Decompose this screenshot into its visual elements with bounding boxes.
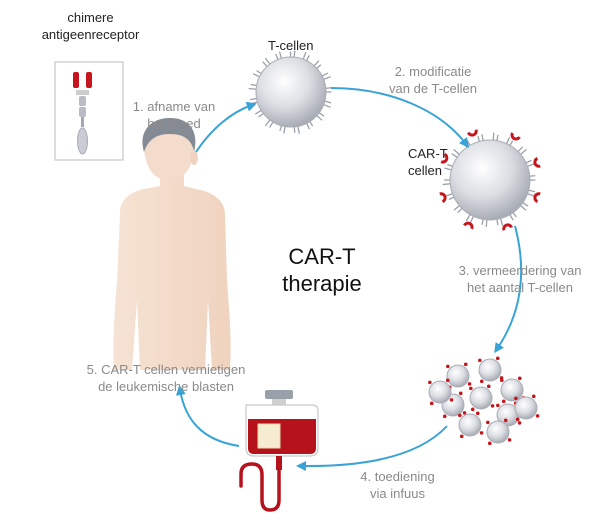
step-2-label: 2. modificatie van de T-cellen (378, 63, 488, 97)
cell-cluster (428, 356, 540, 446)
receptor-inset (54, 61, 124, 161)
step-1-line2: het bloed (147, 116, 201, 131)
receptor-label-line2: antigeenreceptor (41, 27, 140, 42)
cart-cells-label-line2: cellen (408, 163, 442, 178)
cluster-receptor (428, 380, 432, 385)
step-3-label: 3. vermeerdering van het aantal T-cellen (445, 262, 595, 296)
cluster-receptor (463, 362, 468, 367)
cluster-receptor (479, 379, 484, 384)
infusion-bag (239, 390, 319, 512)
cluster-receptor (501, 399, 506, 404)
cluster-receptor (458, 391, 463, 396)
car-receptor (533, 157, 541, 168)
cart-cells-label-line1: CAR-T (408, 146, 448, 161)
cluster-receptor (507, 438, 512, 442)
title-line2: therapie (282, 271, 362, 296)
cluster-receptor (486, 384, 491, 389)
cluster-receptor (495, 356, 500, 361)
arrow-step-3 (494, 225, 523, 354)
car-receptor (463, 221, 474, 230)
step-2-line1: 2. modificatie (394, 64, 472, 79)
cluster-receptor (514, 396, 518, 401)
cluster-receptor (515, 417, 520, 422)
cart-cells-label: CAR-T cellen (408, 145, 448, 179)
cluster-receptor (429, 401, 434, 406)
car-receptor (467, 129, 478, 137)
cluster-receptor (517, 376, 522, 381)
cluster-receptor (479, 431, 484, 435)
cluster-receptor (467, 382, 472, 386)
cluster-receptor (445, 378, 450, 383)
car-t-cell (439, 129, 541, 231)
step-4-line1: 4. toediening (360, 469, 435, 484)
step-5-line2: de leukemische blasten (98, 379, 234, 394)
cluster-receptor (478, 358, 482, 363)
car-receptor (533, 192, 541, 203)
cluster-cell (469, 386, 493, 410)
step-4-line2: via infuus (370, 486, 425, 501)
cluster-receptor (459, 434, 464, 439)
step-3-line2: het aantal T-cellen (467, 280, 573, 295)
cluster-cell (446, 364, 470, 388)
cluster-cell (478, 358, 502, 382)
receptor-label-line1: chimere (67, 10, 114, 25)
cluster-receptor (531, 394, 536, 399)
cluster-receptor (500, 378, 504, 383)
cluster-receptor (486, 420, 490, 425)
step-1-line1: 1. afname van (132, 99, 216, 114)
cluster-receptor (469, 386, 473, 391)
diagram-title: CAR-T therapie (262, 243, 382, 297)
step-4-label: 4. toediening via infuus (345, 468, 450, 502)
cluster-receptor (503, 418, 508, 423)
step-5-line1: 5. CAR-T cellen vernietigen (86, 362, 246, 377)
step-5-label: 5. CAR-T cellen vernietigen de leukemisc… (72, 361, 260, 395)
car-receptor (510, 132, 521, 141)
cluster-cell (458, 413, 482, 437)
cycle-arrows (175, 87, 523, 472)
cluster-cell (500, 378, 524, 402)
cluster-receptor (449, 398, 454, 402)
cluster-receptor (458, 413, 462, 418)
cluster-receptor (475, 411, 480, 416)
cluster-cell (428, 380, 452, 404)
cluster-receptor (446, 364, 450, 369)
arrow-step-4 (296, 425, 448, 472)
cluster-cell (486, 420, 510, 444)
arrow-step-2 (330, 87, 470, 148)
step-1-label: 1. afname van het bloed (132, 98, 216, 132)
title-line1: CAR-T (288, 244, 356, 269)
car-receptor (440, 153, 449, 164)
cluster-receptor (535, 414, 540, 418)
step-3-line1: 3. vermeerdering van (458, 263, 582, 278)
arrow-step-5 (175, 385, 240, 447)
cluster-receptor (496, 403, 500, 408)
receptor-label: chimere antigeenreceptor (28, 9, 153, 43)
patient-figure (113, 118, 231, 370)
t-cell (248, 50, 332, 134)
cluster-receptor (517, 421, 522, 425)
step-2-line2: van de T-cellen (389, 81, 477, 96)
car-receptor (439, 192, 447, 203)
cluster-receptor (470, 407, 475, 412)
cluster-receptor (442, 414, 447, 419)
cluster-cell (514, 396, 538, 420)
cluster-receptor (462, 411, 467, 415)
cluster-receptor (487, 441, 492, 446)
cluster-receptor (490, 404, 495, 408)
tcells-label: T-cellen (268, 38, 314, 53)
arrow-step-1 (195, 101, 257, 153)
car-receptor (502, 223, 513, 231)
